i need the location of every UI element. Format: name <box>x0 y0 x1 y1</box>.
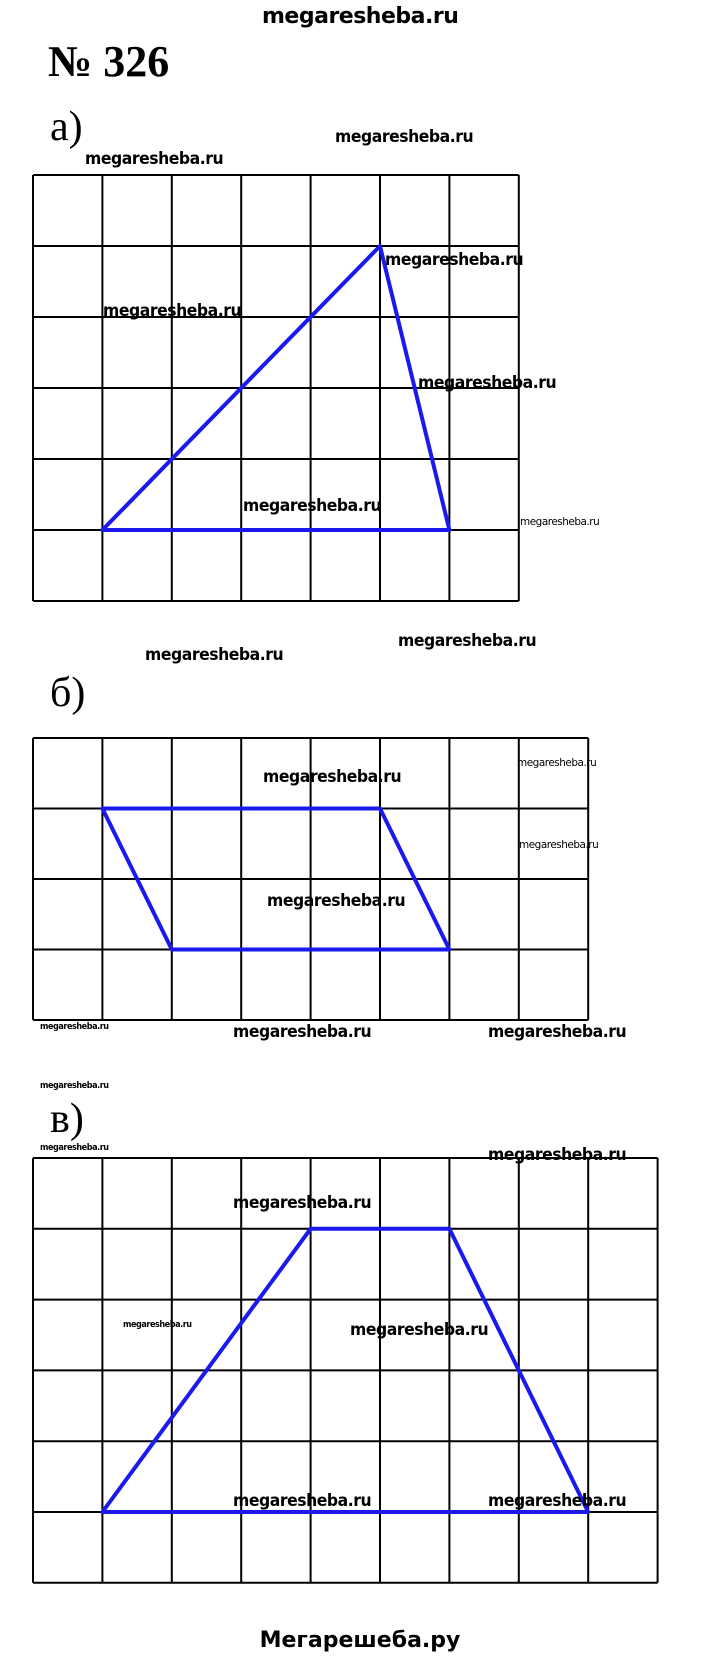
problem-number: № 326 <box>48 37 170 86</box>
parallelogram-shape <box>100 806 452 952</box>
grid-part-c <box>32 1157 659 1584</box>
watermark: megaresheba.ru <box>40 1081 109 1091</box>
watermark: megaresheba.ru <box>517 756 597 769</box>
watermark: megaresheba.ru <box>267 891 406 911</box>
watermark: megaresheba.ru <box>145 645 284 665</box>
watermark: megaresheba.ru <box>123 1320 192 1330</box>
grid-part-a <box>32 174 520 602</box>
watermark: megaresheba.ru <box>398 631 537 651</box>
part-b-label: б) <box>50 670 86 716</box>
watermark: megaresheba.ru <box>233 1022 372 1042</box>
part-c-label: в) <box>50 1096 84 1142</box>
watermark: megaresheba.ru <box>40 1022 109 1032</box>
watermark: megaresheba.ru <box>103 301 242 321</box>
grid-part-b <box>32 737 590 1021</box>
watermark: megaresheba.ru <box>418 373 557 393</box>
watermark: megaresheba.ru <box>263 767 402 787</box>
watermark: megaresheba.ru <box>488 1022 627 1042</box>
watermark: megaresheba.ru <box>488 1491 627 1511</box>
watermark: megaresheba.ru <box>233 1491 372 1511</box>
part-a-label: а) <box>50 104 83 150</box>
header-watermark: megaresheba.ru <box>262 4 459 29</box>
watermark: megaresheba.ru <box>335 127 474 147</box>
watermark: megaresheba.ru <box>385 250 524 270</box>
watermark: megaresheba.ru <box>243 496 382 516</box>
watermark: megaresheba.ru <box>520 515 600 528</box>
watermark: megaresheba.ru <box>233 1193 372 1213</box>
trapezoid-shape <box>100 1226 591 1514</box>
watermark: megaresheba.ru <box>40 1143 109 1153</box>
watermark: megaresheba.ru <box>519 838 599 851</box>
watermark: megaresheba.ru <box>488 1145 627 1165</box>
watermark: megaresheba.ru <box>85 149 224 169</box>
triangle-shape <box>100 244 452 532</box>
watermark: megaresheba.ru <box>350 1320 489 1340</box>
footer-brand: Мегарешеба.ру <box>259 1628 461 1653</box>
